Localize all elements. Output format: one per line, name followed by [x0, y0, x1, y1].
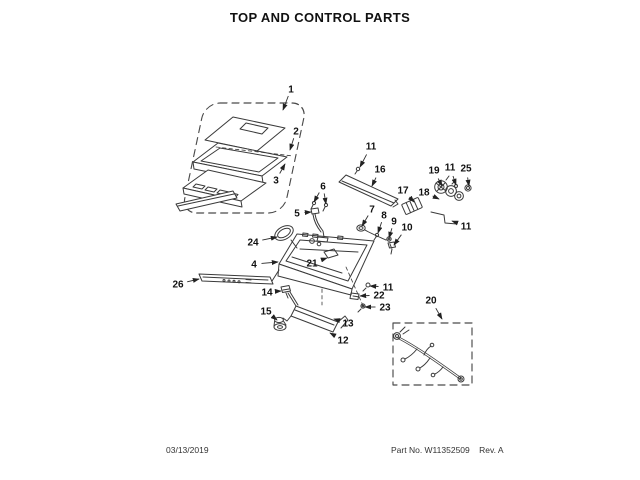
footer-part-number: Part No. W11352509 — [391, 445, 470, 455]
callout-leader-11 — [369, 283, 379, 289]
callout-leader-10 — [393, 234, 402, 246]
callout-leader-16 — [371, 177, 377, 187]
callout-label-26: 26 — [172, 280, 184, 291]
callout-label-6: 6 — [320, 182, 326, 193]
clip-tube-drawing — [310, 207, 325, 238]
callout-leader-5 — [304, 209, 312, 215]
callout-label-11: 11 — [445, 163, 456, 174]
callout-label-16: 16 — [374, 165, 386, 176]
diagram-artwork — [175, 102, 473, 386]
callout-label-4: 4 — [251, 260, 257, 271]
callout-label-10: 10 — [401, 223, 413, 234]
callout-leader-20 — [435, 307, 443, 320]
callout-leader-24 — [262, 235, 278, 241]
callout-label-1: 1 — [288, 85, 294, 96]
callout-leader-25 — [465, 177, 471, 187]
side-fasteners-drawing — [345, 266, 371, 313]
callout-label-25: 25 — [460, 164, 472, 175]
callout-leader-12 — [329, 332, 337, 339]
callout-leader-9 — [388, 228, 394, 239]
console-assembly-boundary — [183, 102, 305, 214]
callout-leader-17 — [407, 195, 415, 203]
callout-leader-2 — [289, 138, 295, 151]
callout-label-24: 24 — [247, 238, 259, 249]
callout-leader-26 — [187, 277, 200, 283]
callout-leader-18 — [432, 194, 440, 200]
callout-label-20: 20 — [425, 296, 437, 307]
callout-leader-15 — [270, 314, 278, 321]
page-title: TOP AND CONTROL PARTS — [229, 10, 411, 25]
footer-date: 03/13/2019 — [166, 445, 209, 455]
callout-leader-11 — [359, 154, 367, 168]
fastener-chain-drawing — [356, 224, 396, 255]
callout-label-5: 5 — [294, 209, 300, 220]
callout-label-18: 18 — [418, 188, 430, 199]
callout-label-19: 19 — [428, 166, 440, 177]
screw-11a-drawing — [354, 166, 361, 175]
footer-part-info: Part No. W11352509 Rev. A — [391, 445, 511, 455]
callout-leader-8 — [377, 221, 383, 234]
valve-assembly-drawing — [401, 175, 472, 225]
callout-label-3: 3 — [273, 176, 279, 187]
callout-leader-11 — [451, 220, 459, 226]
callout-label-9: 9 — [391, 217, 397, 228]
callout-leader-13 — [333, 318, 341, 324]
callout-leader-6 — [322, 193, 328, 205]
wire-harness-drawing — [392, 322, 473, 386]
callout-leader-11 — [451, 175, 457, 186]
callout-leader-21 — [320, 257, 328, 263]
callout-leader-3 — [279, 163, 286, 174]
callout-label-7: 7 — [369, 205, 375, 216]
callout-label-8: 8 — [381, 211, 387, 222]
callout-label-2: 2 — [293, 127, 299, 138]
callout-leader-4 — [261, 260, 279, 266]
footer-revision: Rev. A — [479, 445, 504, 455]
console-trim-strip-drawing — [175, 190, 238, 212]
callout-label-15: 15 — [260, 307, 272, 318]
screws-6-drawing — [310, 200, 329, 212]
callout-label-11: 11 — [383, 283, 394, 294]
callout-label-13: 13 — [342, 319, 354, 330]
callout-leader-19 — [436, 178, 443, 187]
callout-leader-22 — [359, 293, 370, 299]
callout-label-12: 12 — [337, 336, 349, 347]
callout-label-11: 11 — [461, 222, 472, 233]
clip-14-drawing — [280, 285, 291, 299]
callout-leader-6 — [313, 192, 320, 203]
endcap-trim-drawing — [198, 273, 274, 285]
callout-label-22: 22 — [373, 291, 385, 302]
callout-label-23: 23 — [379, 303, 391, 314]
callout-leader-7 — [361, 215, 369, 227]
callout-label-11: 11 — [366, 142, 377, 153]
callout-label-21: 21 — [306, 259, 318, 270]
callout-label-17: 17 — [397, 186, 409, 197]
callout-leader-1 — [282, 95, 289, 111]
callout-label-14: 14 — [261, 288, 273, 299]
mount-bracket-drawing — [282, 288, 349, 333]
rear-trim-strip-drawing — [338, 174, 399, 208]
